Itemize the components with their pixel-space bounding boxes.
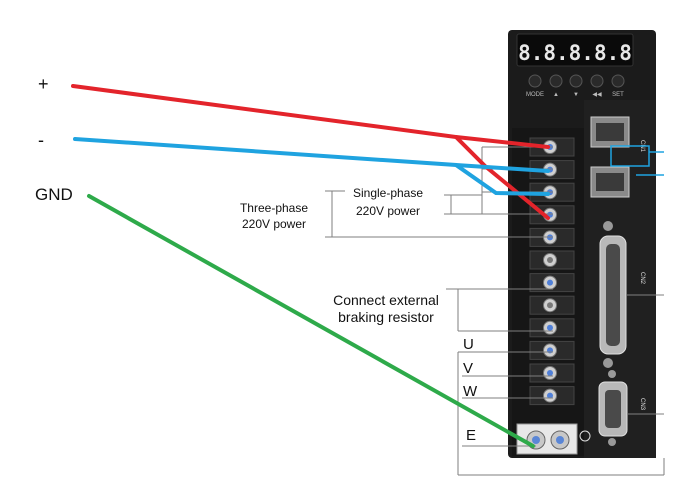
mode-button-label: MODE xyxy=(526,92,544,98)
servo-drive: 8.8.8.8.8 MODE ▲ ▼ ◀◀ SET CN1 xyxy=(508,30,656,458)
ground-symbol-icon xyxy=(579,430,591,442)
mode-button[interactable] xyxy=(528,74,542,88)
led-display-value: 8.8.8.8.8 xyxy=(518,41,632,65)
cn1-port-group: CN1 xyxy=(590,116,645,198)
terminal-screw-head xyxy=(547,302,553,309)
down-button[interactable] xyxy=(569,74,583,88)
gnd-wire xyxy=(87,194,535,448)
gnd-wire-label: GND xyxy=(35,185,73,204)
labels: + - GND Three-phase 220V power Single-ph… xyxy=(35,74,478,444)
led-display xyxy=(516,33,634,67)
plus-wire-branch xyxy=(454,135,550,149)
set-button[interactable] xyxy=(611,74,625,88)
button-row: MODE ▲ ▼ ◀◀ SET xyxy=(526,74,625,98)
cn3-port-group: CN3 xyxy=(598,370,645,446)
up-button-label: ▲ xyxy=(553,92,559,98)
terminal-screw-head xyxy=(547,279,553,286)
three-phase-label-line1: Three-phase xyxy=(240,201,308,215)
motor-w-label: W xyxy=(463,383,478,400)
terminal-block xyxy=(529,137,575,406)
terminal-screw-head xyxy=(547,324,553,331)
single-phase-label-line1: Single-phase xyxy=(353,186,423,200)
ground-terminal xyxy=(516,423,591,455)
set-button-label: SET xyxy=(612,92,624,98)
plus-wire xyxy=(71,84,550,220)
down-button-label: ▼ xyxy=(573,92,579,98)
braking-label-line2: braking resistor xyxy=(338,309,434,325)
braking-label-line1: Connect external xyxy=(333,292,439,308)
cn2-port-group: CN2 xyxy=(599,221,645,368)
minus-wire xyxy=(73,137,550,196)
terminal-screw-head xyxy=(547,370,553,376)
terminal-screw-head xyxy=(547,257,553,263)
plus-wire-label: + xyxy=(38,74,49,94)
annotation-brackets xyxy=(325,145,665,476)
motor-v-label: V xyxy=(463,360,473,377)
up-button[interactable] xyxy=(549,74,563,88)
motor-u-label: U xyxy=(463,336,474,353)
shift-button[interactable] xyxy=(590,74,604,88)
shift-button-label: ◀◀ xyxy=(592,92,602,98)
minus-wire-label: - xyxy=(38,130,44,150)
wires xyxy=(71,84,550,448)
minus-wire-branch xyxy=(454,163,550,173)
motor-e-label: E xyxy=(466,427,476,444)
terminal-screw-head xyxy=(547,392,553,399)
cn2-label: CN2 xyxy=(639,272,645,285)
three-phase-label-line2: 220V power xyxy=(242,217,306,231)
cn3-label: CN3 xyxy=(639,398,645,411)
single-phase-label-line2: 220V power xyxy=(356,204,420,218)
